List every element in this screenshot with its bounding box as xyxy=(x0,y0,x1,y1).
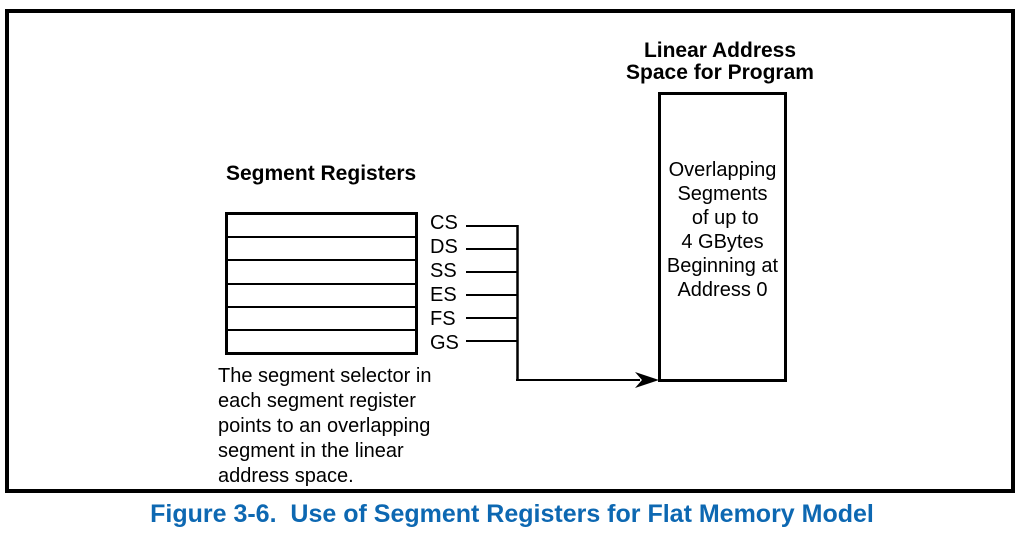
register-row-ss xyxy=(228,259,415,282)
segment-selector-note: The segment selector in each segment reg… xyxy=(218,365,432,487)
linear-address-space-title: Linear Address Space for Program xyxy=(626,39,814,84)
register-label-gs: GS xyxy=(430,331,459,354)
linear-address-space-box: Overlapping Segments of up to 4 GBytes B… xyxy=(658,92,787,382)
register-label-ss: SS xyxy=(430,260,457,283)
register-row-gs xyxy=(228,328,415,352)
figure-caption: Figure 3-6. Use of Segment Registers for… xyxy=(150,500,874,528)
register-row-ds xyxy=(228,236,415,259)
linear-address-space-text: Overlapping Segments of up to 4 GBytes B… xyxy=(666,159,779,301)
register-row-cs xyxy=(228,215,415,236)
register-label-ds: DS xyxy=(430,236,458,259)
segment-registers-title: Segment Registers xyxy=(226,162,417,185)
register-label-es: ES xyxy=(430,283,457,306)
segment-registers-box xyxy=(225,212,418,355)
register-labels: CS DS SS ES FS GS xyxy=(430,212,470,355)
figure-border xyxy=(5,9,1015,493)
register-label-fs: FS xyxy=(430,307,456,330)
register-row-fs xyxy=(228,305,415,329)
register-label-cs: CS xyxy=(430,212,458,235)
register-row-es xyxy=(228,282,415,306)
